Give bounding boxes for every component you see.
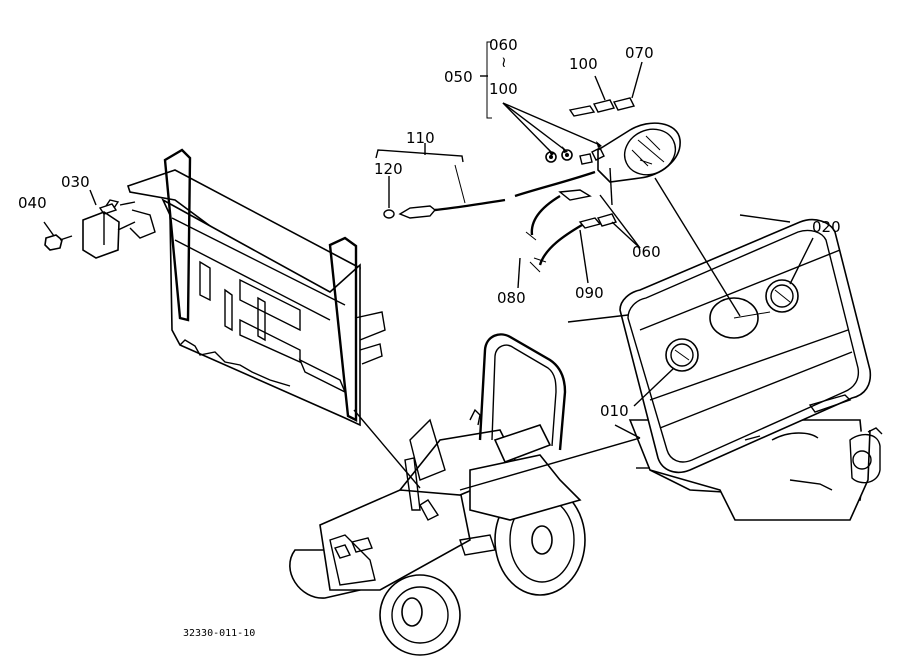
label-100-range-end: 100 (489, 80, 518, 98)
leader-010 (633, 367, 675, 407)
label-020: 020 (812, 218, 841, 236)
label-090: 090 (575, 284, 604, 302)
label-range-tilde: ≀ (501, 53, 507, 71)
figure-code: 32330-011-10 (183, 628, 255, 639)
bracket-panel (119, 148, 386, 427)
label-120: 120 (374, 160, 403, 178)
harness-080-090 (517, 189, 641, 289)
tractor (289, 333, 586, 656)
leader-meter-to-panel (654, 177, 741, 317)
leader-020 (789, 237, 814, 285)
label-030: 030 (61, 173, 90, 191)
relay-030 (82, 189, 136, 259)
bolt-040 (43, 221, 73, 251)
gauge-meter (545, 122, 681, 206)
label-040: 040 (18, 194, 47, 212)
cable-110 (375, 143, 596, 219)
label-060: 060 (632, 243, 661, 261)
leader-tractor-to-panel (459, 437, 641, 491)
label-100: 100 (569, 55, 598, 73)
label-080: 080 (497, 289, 526, 307)
leader-bracket-to-tractor (353, 409, 421, 489)
label-050: 050 (444, 68, 473, 86)
label-060-range-start: 060 (489, 36, 518, 54)
instrument-panel (567, 214, 883, 521)
group-leaders (480, 41, 602, 156)
leader-arrow (614, 424, 641, 439)
bulb-100-070 (568, 61, 643, 117)
label-070: 070 (625, 44, 654, 62)
label-110: 110 (406, 129, 435, 147)
label-010: 010 (600, 402, 629, 420)
